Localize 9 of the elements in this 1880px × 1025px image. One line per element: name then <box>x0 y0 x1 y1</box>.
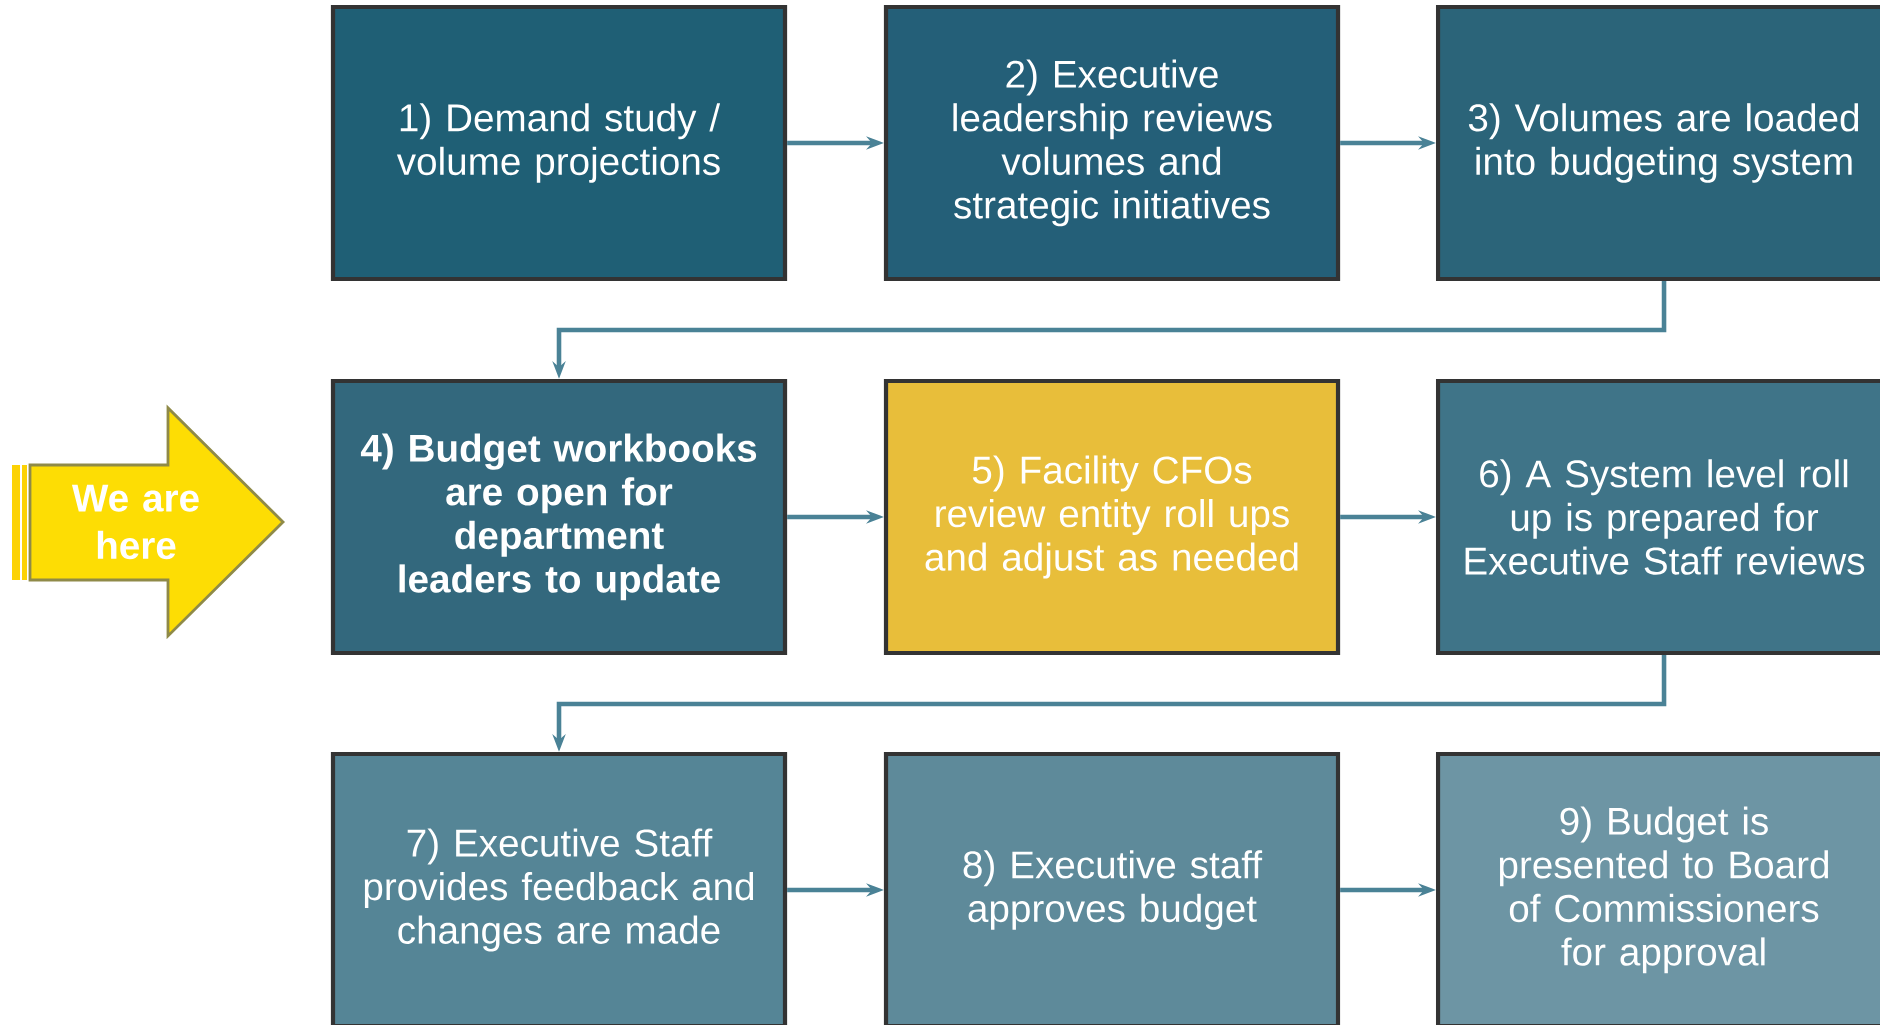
process-box: 9) Budget is presented to Board of Commissioners for approval <box>1435 751 1880 1025</box>
process-box: 6) A System level roll up is prepared for Executive Staff reviews <box>1435 378 1880 656</box>
process-box: 4) Budget workbooks are open for department leaders to update <box>330 378 788 656</box>
process-box: 8) Executive staff approves budget <box>883 751 1341 1025</box>
process-box: 5) Facility CFOs review entity roll ups and adjust as needed <box>883 378 1341 656</box>
process-box: 3) Volumes are loaded into budgeting system <box>1435 4 1880 282</box>
process-box: 2) Executive leadership reviews volumes and strategic initiatives <box>883 4 1341 282</box>
process-box: 1) Demand study / volume projections <box>330 4 788 282</box>
process-box: 7) Executive Staff provides feedback and changes are made <box>330 751 788 1025</box>
